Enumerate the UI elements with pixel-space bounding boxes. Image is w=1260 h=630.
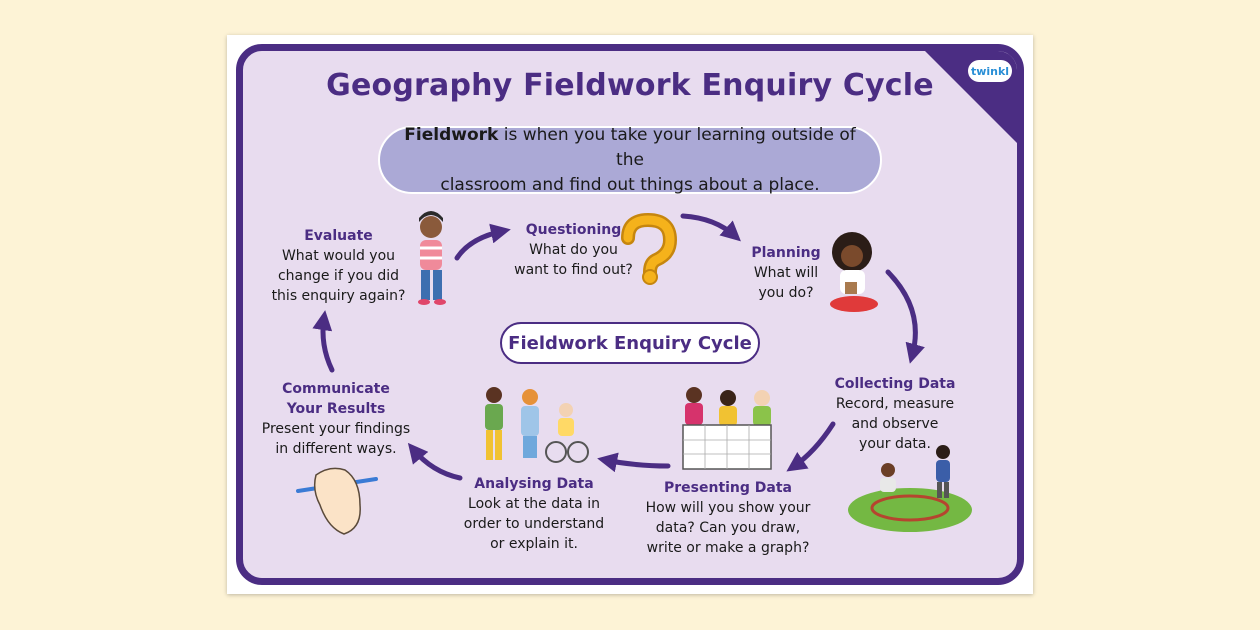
step-text: What would you: [281, 248, 396, 264]
step-planning: Planning What will you do?: [740, 243, 832, 303]
step-text: order to understand: [463, 516, 605, 532]
step-heading-2: Your Results: [286, 401, 386, 417]
step-text: What do you: [529, 242, 618, 258]
brand-logo: twinkl: [968, 60, 1012, 82]
definition-text-2: classroom and find out things about a pl…: [440, 174, 820, 195]
arrow-planning-to-collecting: [885, 269, 925, 364]
question-mark-icon: [621, 212, 678, 285]
step-heading: Questioning: [525, 222, 622, 238]
step-questioning: Questioning What do you want to find out…: [506, 220, 641, 280]
step-presenting-data: Presenting Data How will you show your d…: [638, 478, 818, 558]
step-heading: Presenting Data: [663, 480, 793, 496]
cycle-center-label: Fieldwork Enquiry Cycle: [500, 322, 760, 364]
arrow-questioning-to-planning: [680, 213, 741, 242]
step-heading: Evaluate: [304, 228, 373, 244]
step-text: data? Can you draw,: [655, 520, 801, 536]
step-text: you do?: [758, 285, 814, 301]
step-text: write or make a graph?: [646, 540, 810, 556]
step-heading: Planning: [751, 245, 821, 261]
definition-text-1: is when you take your learning outside o…: [498, 124, 856, 170]
step-heading: Communicate: [282, 381, 390, 397]
arrow-evaluate-to-questioning: [454, 223, 511, 261]
step-text: this enquiry again?: [271, 288, 406, 304]
analysing-group-icon: [485, 387, 589, 463]
step-evaluate: Evaluate What would you change if you di…: [266, 226, 411, 306]
step-text: Record, measure: [835, 396, 955, 412]
arrow-presenting-to-analysing: [597, 452, 671, 473]
step-collecting-data: Collecting Data Record, measure and obse…: [826, 374, 964, 454]
step-text: in different ways.: [275, 441, 397, 457]
step-text: Look at the data in: [468, 496, 600, 512]
page-title: Geography Fieldwork Enquiry Cycle: [326, 68, 934, 103]
step-text: change if you did: [277, 268, 400, 284]
thinking-child-icon: [418, 211, 446, 305]
step-text: and observe: [851, 416, 939, 432]
definition-term: Fieldwork: [404, 124, 499, 145]
writing-hand-icon: [296, 467, 378, 535]
step-text: or explain it.: [490, 536, 578, 552]
definition-box: Fieldwork is when you take your learning…: [378, 124, 882, 195]
step-heading: Analysing Data: [474, 476, 594, 492]
arrow-analysing-to-communicate: [407, 442, 463, 481]
step-text: your data.: [859, 436, 931, 452]
step-text: Present your findings: [261, 421, 411, 437]
step-text: What will: [753, 265, 819, 281]
arrow-collecting-to-presenting: [786, 421, 836, 472]
planning-girl-icon: [830, 232, 878, 312]
grass-survey-icon: [848, 445, 972, 532]
step-heading: Collecting Data: [834, 376, 956, 392]
presenting-group-icon: [682, 387, 772, 470]
arrow-communicate-to-evaluate: [312, 310, 335, 373]
step-text: How will you show your: [645, 500, 811, 516]
step-text: want to find out?: [514, 262, 633, 278]
step-communicate: Communicate Your Results Present your fi…: [256, 379, 416, 459]
step-analysing-data: Analysing Data Look at the data in order…: [460, 474, 608, 554]
